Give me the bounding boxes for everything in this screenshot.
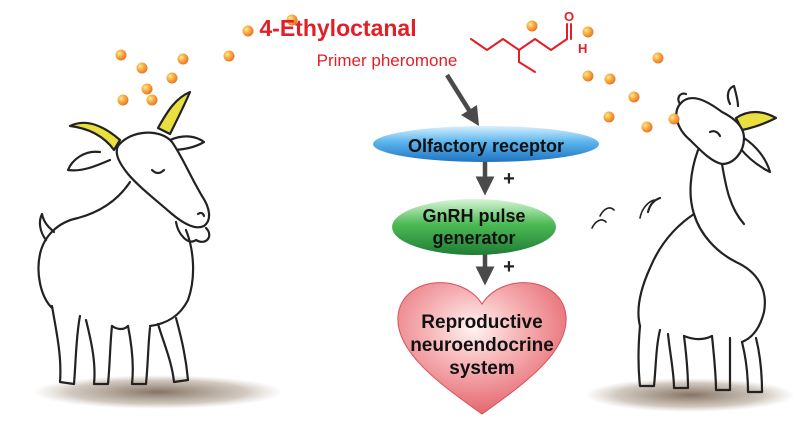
- male-goat-icon: [37, 90, 211, 386]
- plus-sign-1: +: [503, 168, 515, 190]
- system-label-line1: Reproductive: [421, 312, 542, 333]
- female-goat-shadow: [585, 378, 795, 412]
- gnrh-label-line1: GnRH pulse: [422, 206, 525, 226]
- compound-name: 4-Ethyloctanal: [259, 15, 416, 41]
- system-label-line3: system: [449, 358, 515, 379]
- pheromone-molecule-icon: [115, 14, 680, 133]
- aldehyde-hydrogen-label: H: [578, 41, 587, 56]
- olfactory-receptor-shape: [373, 126, 599, 162]
- system-label-line2: neuroendocrine: [410, 335, 554, 356]
- aldehyde-oxygen-label: O: [564, 9, 574, 24]
- male-goat-shadow: [33, 375, 283, 409]
- gnrh-label-line2: generator: [432, 228, 515, 248]
- female-goat-icon: [591, 84, 778, 394]
- olfactory-receptor-label: Olfactory receptor: [408, 136, 564, 156]
- heart-icon: [397, 282, 567, 415]
- plus-sign-2: +: [503, 256, 515, 278]
- compound-subtitle: Primer pheromone: [317, 51, 458, 70]
- arrow-to-receptor: [445, 73, 480, 127]
- chemical-structure: [470, 23, 572, 73]
- gnrh-generator-shape: [392, 199, 556, 255]
